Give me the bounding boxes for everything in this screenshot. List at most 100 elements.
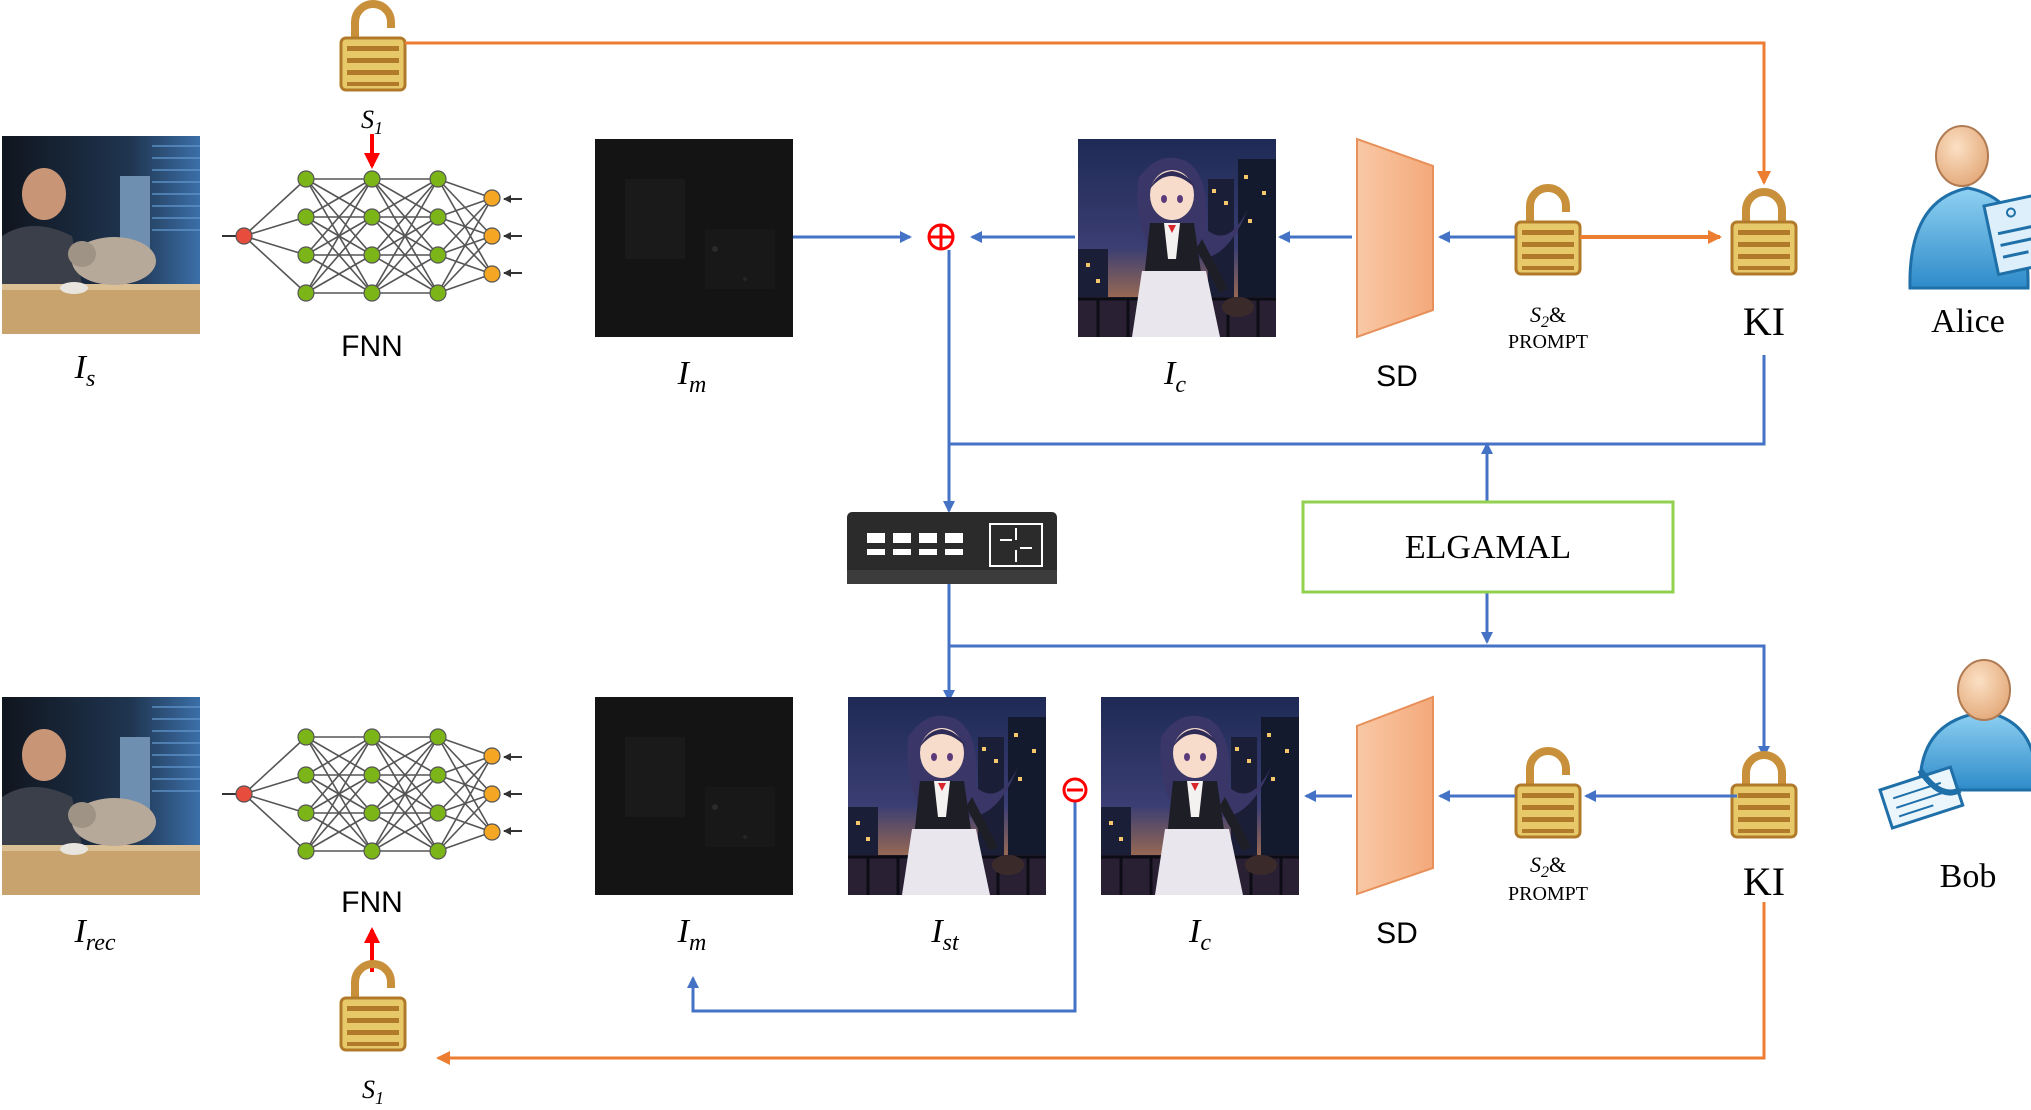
top-input-image — [1, 135, 201, 335]
top-fnn-node — [363, 246, 381, 264]
top-fnn-node — [363, 208, 381, 226]
label-i-s: Is — [74, 349, 96, 392]
bottom-fnn-node — [363, 766, 381, 784]
bottom-fnn-edge — [371, 736, 439, 814]
top-label-i-m: Im — [677, 355, 707, 398]
middle-blue-lines — [943, 250, 1770, 758]
bottom-fnn-edge — [305, 736, 373, 852]
bottom-fnn-node — [297, 766, 315, 784]
bottom-s2-label: S2& — [1530, 852, 1566, 881]
top-fnn-edge — [243, 216, 307, 237]
bottom-fnn-node — [297, 804, 315, 822]
top-fnn-edge — [305, 254, 373, 294]
bottom-label-i-c: Ic — [1188, 913, 1211, 956]
alice-label: Alice — [1931, 303, 2005, 340]
minus-icon — [1062, 777, 1088, 803]
bottom-label-i-m: Im — [677, 913, 707, 956]
top-label-i-c: Ic — [1163, 355, 1186, 398]
top-fnn-edge — [437, 197, 493, 294]
top-fnn-edge — [243, 235, 307, 256]
top-fnn-node — [297, 208, 315, 226]
bottom-fnn-edge — [437, 755, 493, 852]
bottom-s2-unlock-icon — [1516, 751, 1580, 837]
top-fnn-edge — [437, 197, 493, 256]
top-fnn-node — [297, 246, 315, 264]
top-fnn-edge — [371, 216, 439, 294]
bottom-fnn-node — [429, 804, 447, 822]
top-fnn-edge — [437, 197, 493, 218]
bottom-fnn-network — [222, 728, 522, 860]
top-fnn-edge — [437, 178, 493, 199]
network-switch-icon — [847, 512, 1057, 584]
bottom-fnn-node — [235, 785, 253, 803]
bottom-rec-image — [1, 696, 201, 896]
bottom-ki-lock-icon — [1732, 755, 1796, 837]
bottom-fnn-edge — [437, 755, 493, 814]
top-ki-lock-icon — [1732, 192, 1796, 274]
top-cover-image — [1076, 137, 1278, 339]
top-fnn-edge — [243, 235, 307, 294]
bottom-fnn-node — [429, 766, 447, 784]
top-fnn-edge — [371, 178, 439, 294]
bottom-fnn-edge — [371, 736, 439, 852]
top-fnn-node — [429, 246, 447, 264]
top-fnn-node — [297, 170, 315, 188]
bottom-fnn-edge — [371, 774, 439, 852]
top-fnn-node — [363, 284, 381, 302]
bottom-fnn-edge — [437, 831, 493, 852]
top-fnn-edge — [371, 254, 439, 294]
elgamal-box — [1301, 500, 1675, 594]
top-fnn-edge — [371, 178, 439, 256]
top-fnn-node — [483, 189, 501, 207]
bottom-fnn-edge — [437, 755, 493, 776]
top-fnn-label: FNN — [341, 330, 403, 363]
bottom-fnn-node — [429, 728, 447, 746]
bottom-orange-ki-to-s1 — [436, 902, 1766, 1065]
xor-icon — [927, 223, 955, 251]
top-fnn-edge — [305, 216, 373, 294]
bottom-fnn-edge — [305, 736, 373, 814]
top-s2-label: S2& — [1530, 302, 1566, 331]
bottom-sd-block — [1356, 695, 1434, 896]
bottom-fnn-edge — [243, 774, 307, 795]
top-fnn-edge — [305, 178, 373, 294]
bottom-fnn-edge — [243, 793, 307, 852]
bottom-fnn-node — [483, 823, 501, 841]
bottom-fnn-node — [483, 747, 501, 765]
top-fnn-edge — [243, 178, 307, 237]
top-fnn-node — [483, 227, 501, 245]
bottom-fnn-edge — [437, 793, 493, 852]
bottom-fnn-edge — [243, 736, 307, 795]
top-fnn-node — [483, 265, 501, 283]
top-fnn-edge — [305, 178, 373, 256]
top-fnn-network — [222, 170, 522, 302]
elgamal-label: ELGAMAL — [1405, 529, 1571, 566]
label-i-rec: Irec — [73, 913, 115, 956]
bottom-fnn-edge — [371, 812, 439, 852]
top-ki-label: KI — [1743, 299, 1785, 344]
top-fnn-edge — [305, 178, 373, 218]
bob-label: Bob — [1940, 858, 1997, 895]
bottom-ki-label: KI — [1743, 859, 1785, 904]
bob-user-icon — [1878, 659, 2031, 830]
bottom-fnn-edge — [305, 812, 373, 852]
bottom-sd-label: SD — [1376, 917, 1418, 950]
bottom-fnn-node — [297, 728, 315, 746]
top-fnn-node — [429, 208, 447, 226]
top-fnn-node — [429, 284, 447, 302]
bottom-fnn-node — [297, 842, 315, 860]
top-fnn-edge — [437, 235, 493, 294]
bottom-fnn-edge — [371, 736, 439, 776]
top-sd-block — [1356, 137, 1434, 339]
top-sd-label: SD — [1376, 360, 1418, 393]
alice-user-icon — [1908, 125, 2031, 290]
bottom-fnn-node — [363, 728, 381, 746]
bottom-unlock-icon — [341, 964, 405, 1050]
top-fnn-node — [297, 284, 315, 302]
bottom-stego-image — [846, 695, 1048, 897]
top-masked-image — [595, 139, 793, 337]
top-fnn-edge — [437, 273, 493, 294]
bottom-cover-image — [1099, 695, 1301, 897]
